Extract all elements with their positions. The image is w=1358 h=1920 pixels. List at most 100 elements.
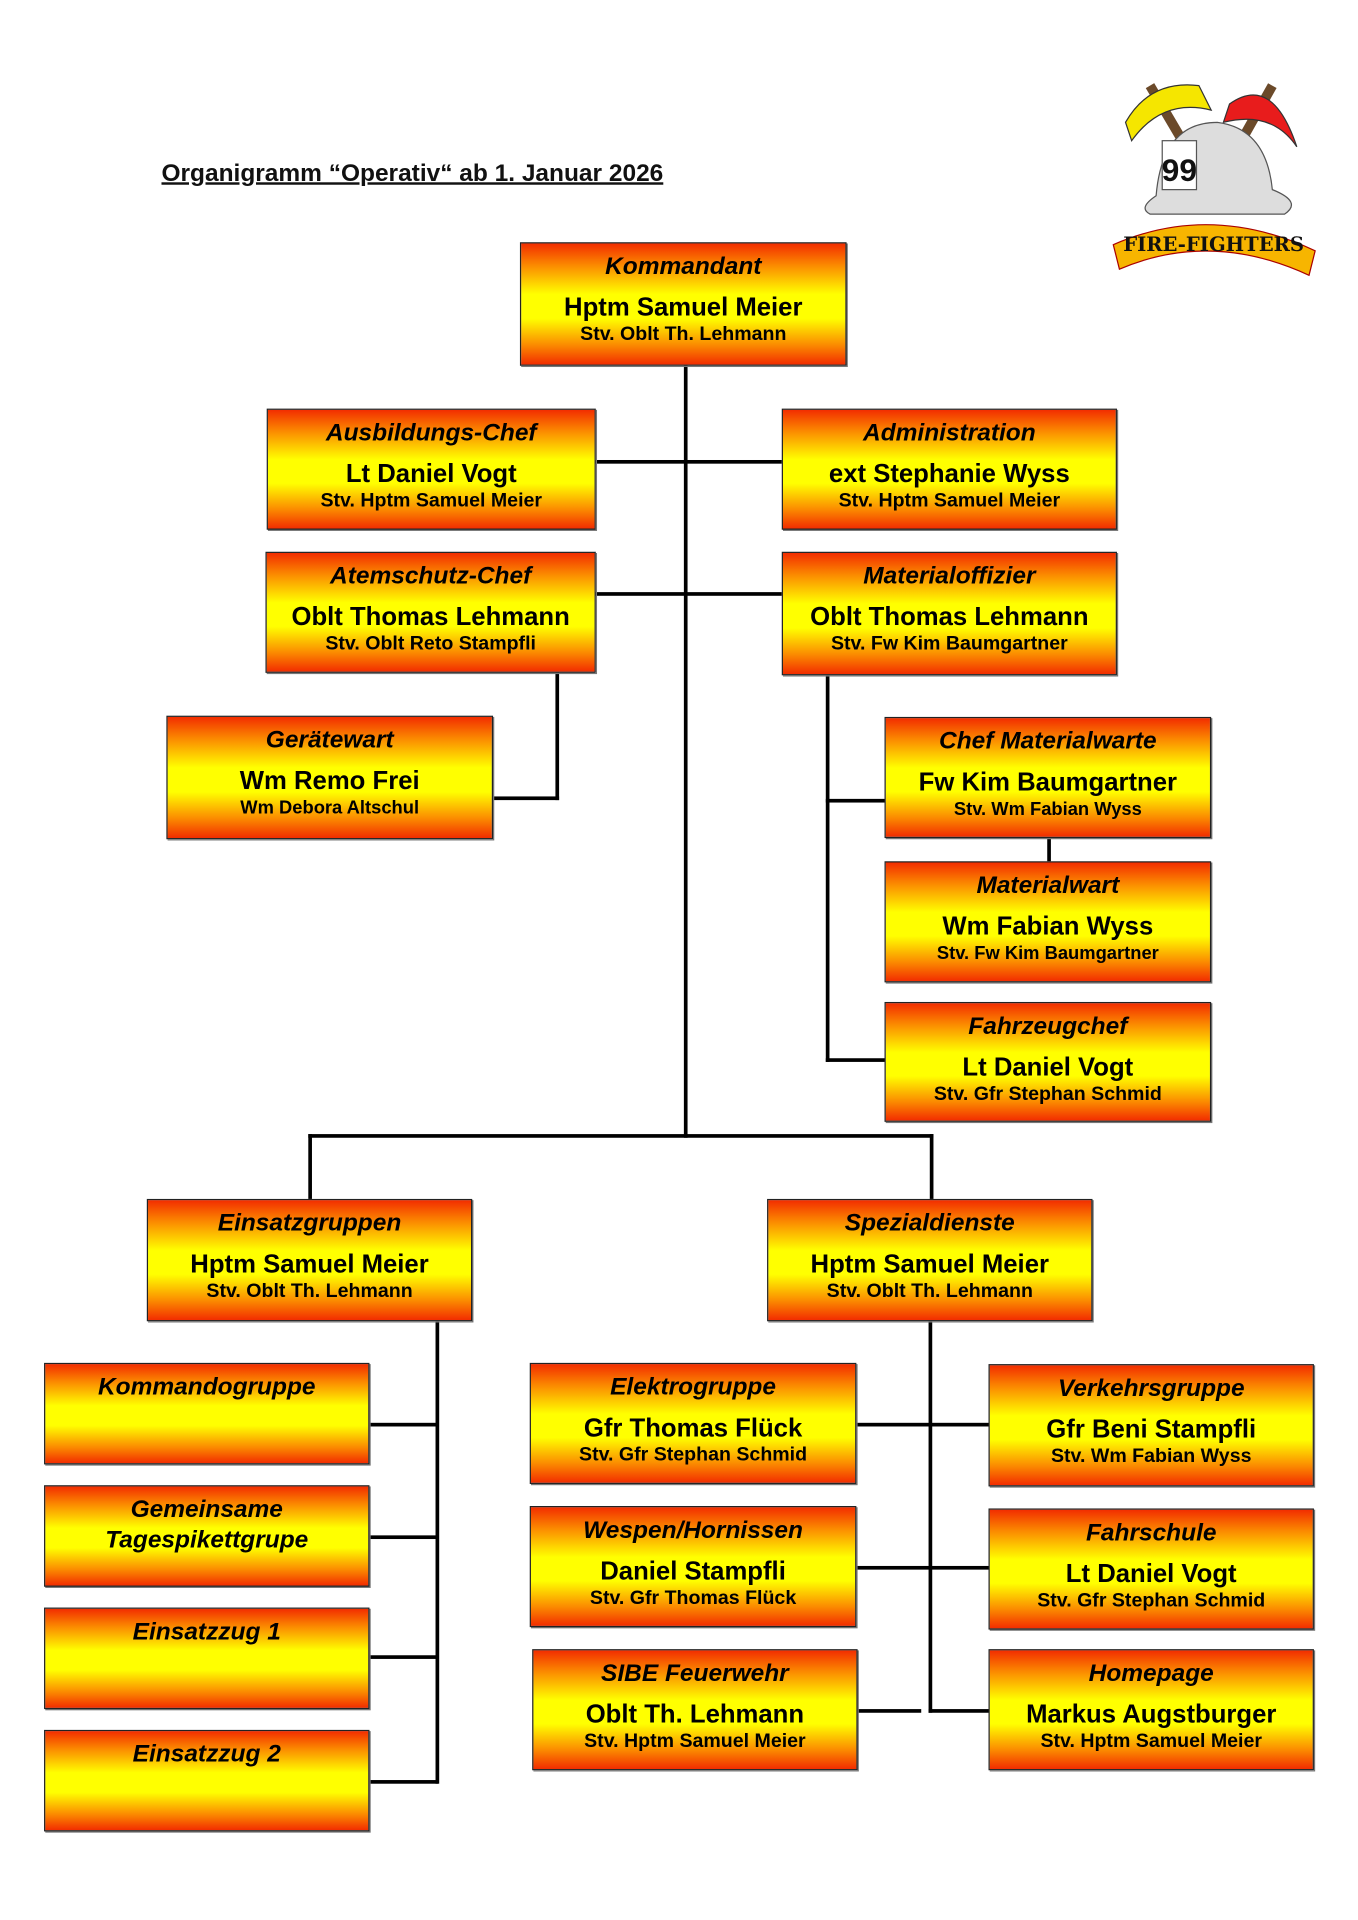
role-line-2: Tagespikettgrupe [105,1526,309,1554]
role: SIBE Feuerwehr [601,1660,789,1688]
deputy: Stv. Gfr Stephan Schmid [933,1083,1162,1105]
deputy: Wm Debora Altschul [240,797,420,819]
role: Gerätewart [265,726,394,754]
person: Oblt Th. Lehmann [585,1700,805,1729]
role: Materialoffizier [863,562,1036,590]
deputy: Stv. Hptm Samuel Meier [838,490,1061,512]
role: Materialwart [976,872,1120,900]
connector-line [1047,838,1051,862]
connector-line [857,1709,922,1713]
role: Elektrogruppe [610,1373,776,1401]
connector-line [929,1134,934,1199]
connector-line [369,1780,438,1784]
connector-line [825,1058,885,1062]
person: Daniel Stampfli [600,1557,786,1586]
role: Administration [863,419,1036,447]
connector-line [928,1709,989,1713]
connector-line [435,1321,440,1784]
connector-line [683,365,688,1138]
person: Wm Fabian Wyss [942,912,1154,941]
svg-text:99: 99 [1162,152,1197,188]
role: Atemschutz-Chef [330,562,532,590]
deputy: Stv. Oblt Th. Lehmann [580,324,787,345]
deputy: Stv. Wm Fabian Wyss [953,798,1142,820]
deputy: Stv. Wm Fabian Wyss [1050,1446,1252,1467]
deputy: Stv. Oblt Th. Lehmann [206,1280,413,1302]
deputy: Stv. Hptm Samuel Meier [1040,1731,1262,1752]
person: Wm Remo Frei [239,767,420,796]
connector-line [493,796,560,801]
person: Hptm Samuel Meier [190,1250,429,1279]
deputy: Stv. Oblt Reto Stampfli [325,633,536,655]
role: Fahrschule [1085,1519,1217,1547]
deputy: Stv. Hptm Samuel Meier [320,490,543,512]
role: Wespen/Hornissen [583,1517,803,1544]
role: Einsatzzug 2 [132,1740,281,1768]
deputy: Stv. Gfr Thomas Flück [589,1587,797,1609]
svg-text:FIRE-FIGHTERS: FIRE-FIGHTERS [1123,233,1304,256]
role: Gemeinsame [130,1496,283,1524]
person: ext Stephanie Wyss [828,459,1070,489]
role: Chef Materialwarte [939,727,1157,755]
person: Gfr Beni Stampfli [1046,1415,1257,1444]
deputy: Stv. Fw Kim Baumgartner [830,633,1068,655]
person: Hptm Samuel Meier [810,1250,1049,1279]
box-einsatzzug-1: Einsatzzug 1 [44,1607,370,1710]
deputy: Stv. Gfr Stephan Schmid [579,1444,808,1466]
connector-line [369,1535,438,1540]
person: Oblt Thomas Lehmann [291,603,570,632]
connector-line [308,1134,312,1199]
connector-line [308,1134,934,1138]
deputy: Stv. Gfr Stephan Schmid [1037,1590,1266,1612]
connector-line [369,1422,438,1427]
connector-line [856,1565,989,1570]
person: Lt Daniel Vogt [1065,1559,1237,1588]
deputy: Stv. Oblt Th. Lehmann [826,1280,1033,1302]
connector-line [928,1321,933,1713]
connector-line [595,459,782,464]
person: Markus Augstburger [1026,1700,1277,1729]
box-einsatzzug-2: Einsatzzug 2 [44,1729,370,1832]
person: Gfr Thomas Flück [583,1414,803,1443]
connector-line [825,798,885,803]
box-kommandogruppe: Kommandogruppe [44,1362,370,1465]
connector-line [555,672,560,801]
page-title: Organigramm “Operativ“ ab 1. Januar 2026 [161,160,664,188]
role: Spezialdienste [844,1209,1015,1237]
connector-line [595,592,782,596]
role: Homepage [1088,1660,1214,1688]
person: Oblt Thomas Lehmann [810,603,1089,632]
role: Einsatzgruppen [217,1209,402,1237]
connector-line [825,675,830,1062]
person: Lt Daniel Vogt [962,1053,1134,1082]
person: Fw Kim Baumgartner [918,768,1178,797]
role: Kommandogruppe [98,1373,316,1401]
person: Hptm Samuel Meier [564,293,803,322]
connector-line [369,1655,438,1659]
deputy: Stv. Fw Kim Baumgartner [936,943,1159,965]
role: Fahrzeugchef [968,1012,1128,1040]
connector-line [856,1422,989,1427]
deputy: Stv. Hptm Samuel Meier [584,1731,806,1752]
role: Ausbildungs-Chef [325,419,537,447]
role: Einsatzzug 1 [132,1618,281,1646]
